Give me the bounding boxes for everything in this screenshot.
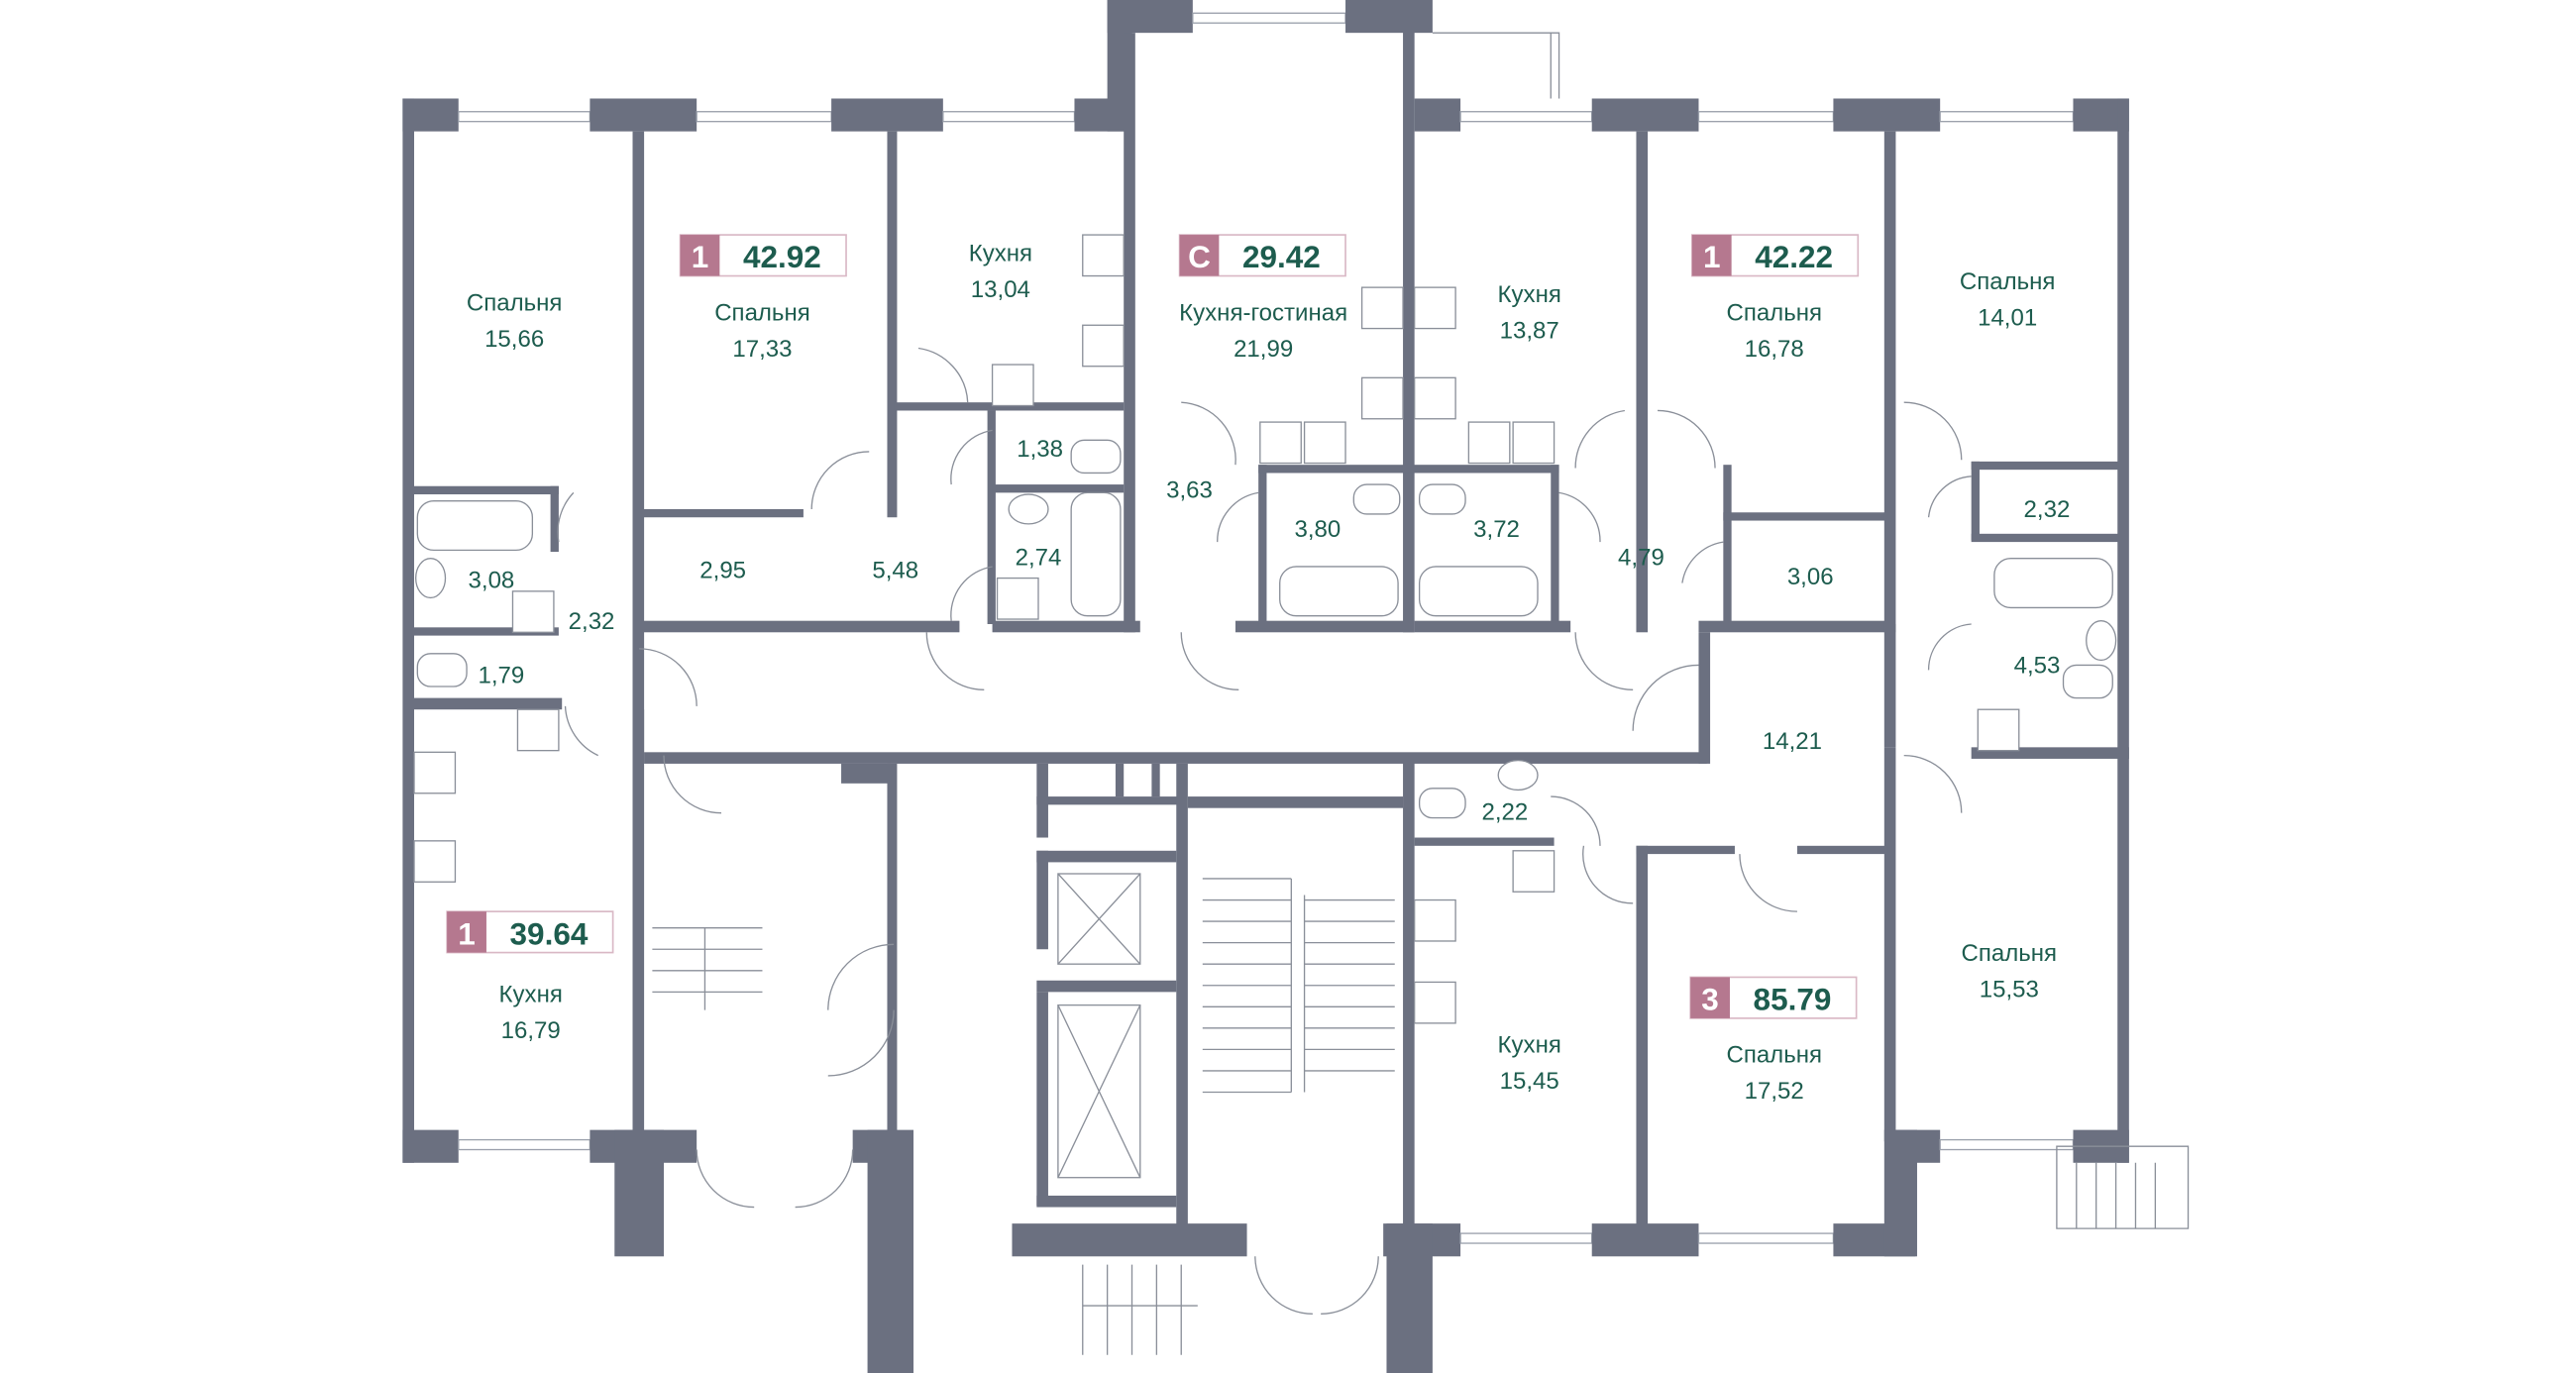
room-name: Кухня	[969, 241, 1032, 267]
fridge-icon	[1512, 850, 1556, 893]
apartment-type: 3	[1701, 982, 1719, 1017]
bathtub-icon	[1418, 566, 1539, 617]
washbasin-icon	[1497, 759, 1539, 792]
room-name: Кухня	[1498, 1032, 1561, 1059]
room-name: Спальня	[1960, 268, 2056, 295]
washer-icon	[1303, 421, 1346, 465]
room-name: Спальня	[714, 299, 810, 326]
room-name: Спальня	[1726, 299, 1821, 326]
area-label: 3,63	[1166, 476, 1213, 503]
toilet-icon	[416, 653, 468, 687]
area-label: 1,79	[478, 663, 524, 689]
stove-icon	[413, 840, 457, 883]
apartment-area: 42.22	[1755, 239, 1833, 274]
area-label: 2,95	[699, 558, 746, 584]
fridge-icon	[1259, 421, 1302, 465]
washbasin-icon	[1008, 493, 1049, 525]
apartment-type: 1	[1703, 239, 1721, 274]
stairs	[652, 878, 1395, 1355]
apartment-type: С	[1188, 239, 1211, 274]
washer-icon	[1467, 421, 1511, 465]
washbasin-icon	[414, 558, 447, 599]
fridge-icon	[991, 364, 1034, 407]
area-label: 3,08	[469, 568, 515, 594]
washer-icon	[511, 590, 555, 633]
area-label: 1,38	[1017, 436, 1063, 463]
bathtub-icon	[416, 499, 534, 552]
area-label: 4,79	[1618, 544, 1664, 571]
washer-icon	[1977, 708, 2020, 752]
room-area: 15,66	[484, 326, 544, 353]
room-name: Спальня	[1962, 940, 2057, 967]
fridge-icon	[516, 708, 560, 752]
bathtub-icon	[1279, 566, 1399, 617]
room-area: 21,99	[1234, 336, 1293, 363]
sink-icon	[1413, 898, 1456, 942]
apartment-area: 39.64	[510, 915, 589, 951]
area-label: 2,32	[569, 608, 615, 635]
room-labels: Спальня 15,66 Спальня 17,33 Кухня 13,04 …	[467, 241, 2070, 1106]
room-area: 13,87	[1500, 318, 1559, 345]
sink-icon	[1082, 324, 1125, 368]
washer-icon	[996, 577, 1039, 620]
room-area: 15,53	[1980, 976, 2039, 1003]
apartment-badge[interactable]: 3 85.79	[1689, 976, 1858, 1019]
apartment-badge[interactable]: 1 42.92	[679, 234, 847, 277]
sink-icon	[1413, 376, 1456, 420]
doors	[557, 347, 1972, 1315]
room-area: 14,01	[1978, 304, 2037, 331]
room-area: 16,78	[1745, 336, 1804, 363]
area-label: 3,72	[1473, 516, 1520, 543]
bathtub-icon	[1993, 558, 2113, 609]
room-area: 13,04	[971, 276, 1030, 303]
area-label: 2,22	[1481, 798, 1528, 825]
apartment-area: 85.79	[1754, 982, 1832, 1017]
sink-icon	[413, 751, 457, 794]
toilet-icon	[2062, 664, 2113, 699]
bathtub-icon	[1070, 491, 1122, 617]
stove-icon	[1413, 286, 1456, 330]
area-label: 5,48	[872, 558, 918, 584]
room-area: 15,45	[1500, 1068, 1559, 1095]
room-area: 16,79	[501, 1017, 561, 1044]
room-area: 17,52	[1745, 1078, 1804, 1105]
apartment-area: 29.42	[1242, 239, 1321, 274]
room-area: 17,33	[732, 336, 792, 363]
fixtures	[413, 234, 2117, 1024]
stove-icon	[1082, 234, 1125, 277]
stove-icon	[1413, 981, 1456, 1024]
area-label: 3,06	[1787, 564, 1834, 590]
area-label: 4,53	[2014, 653, 2061, 680]
apartment-badge[interactable]: С 29.42	[1178, 234, 1346, 277]
apartment-badge[interactable]: 1 39.64	[446, 910, 614, 954]
apartment-type: 1	[458, 915, 476, 951]
area-label: 2,74	[1016, 544, 1062, 571]
sink-icon	[1360, 376, 1404, 420]
toilet-icon	[1418, 788, 1466, 819]
apartment-area: 42.92	[743, 239, 821, 274]
fridge-icon	[1512, 421, 1556, 465]
toilet-icon	[1418, 483, 1466, 515]
room-name: Кухня	[1498, 281, 1561, 308]
washbasin-icon	[2086, 620, 2117, 662]
stove-icon	[1360, 286, 1404, 330]
toilet-icon	[1070, 439, 1122, 475]
room-name: Спальня	[1726, 1042, 1821, 1069]
area-label: 2,32	[2024, 496, 2071, 523]
area-label: 14,21	[1763, 728, 1822, 755]
room-name: Спальня	[467, 289, 563, 316]
apartment-badge[interactable]: 1 42.22	[1691, 234, 1860, 277]
room-name: Кухня	[499, 981, 563, 1007]
toilet-icon	[1352, 483, 1401, 515]
room-name: Кухня-гостиная	[1179, 299, 1347, 326]
area-label: 3,80	[1294, 516, 1341, 543]
apartment-type: 1	[692, 239, 709, 274]
walls	[402, 0, 2190, 1373]
